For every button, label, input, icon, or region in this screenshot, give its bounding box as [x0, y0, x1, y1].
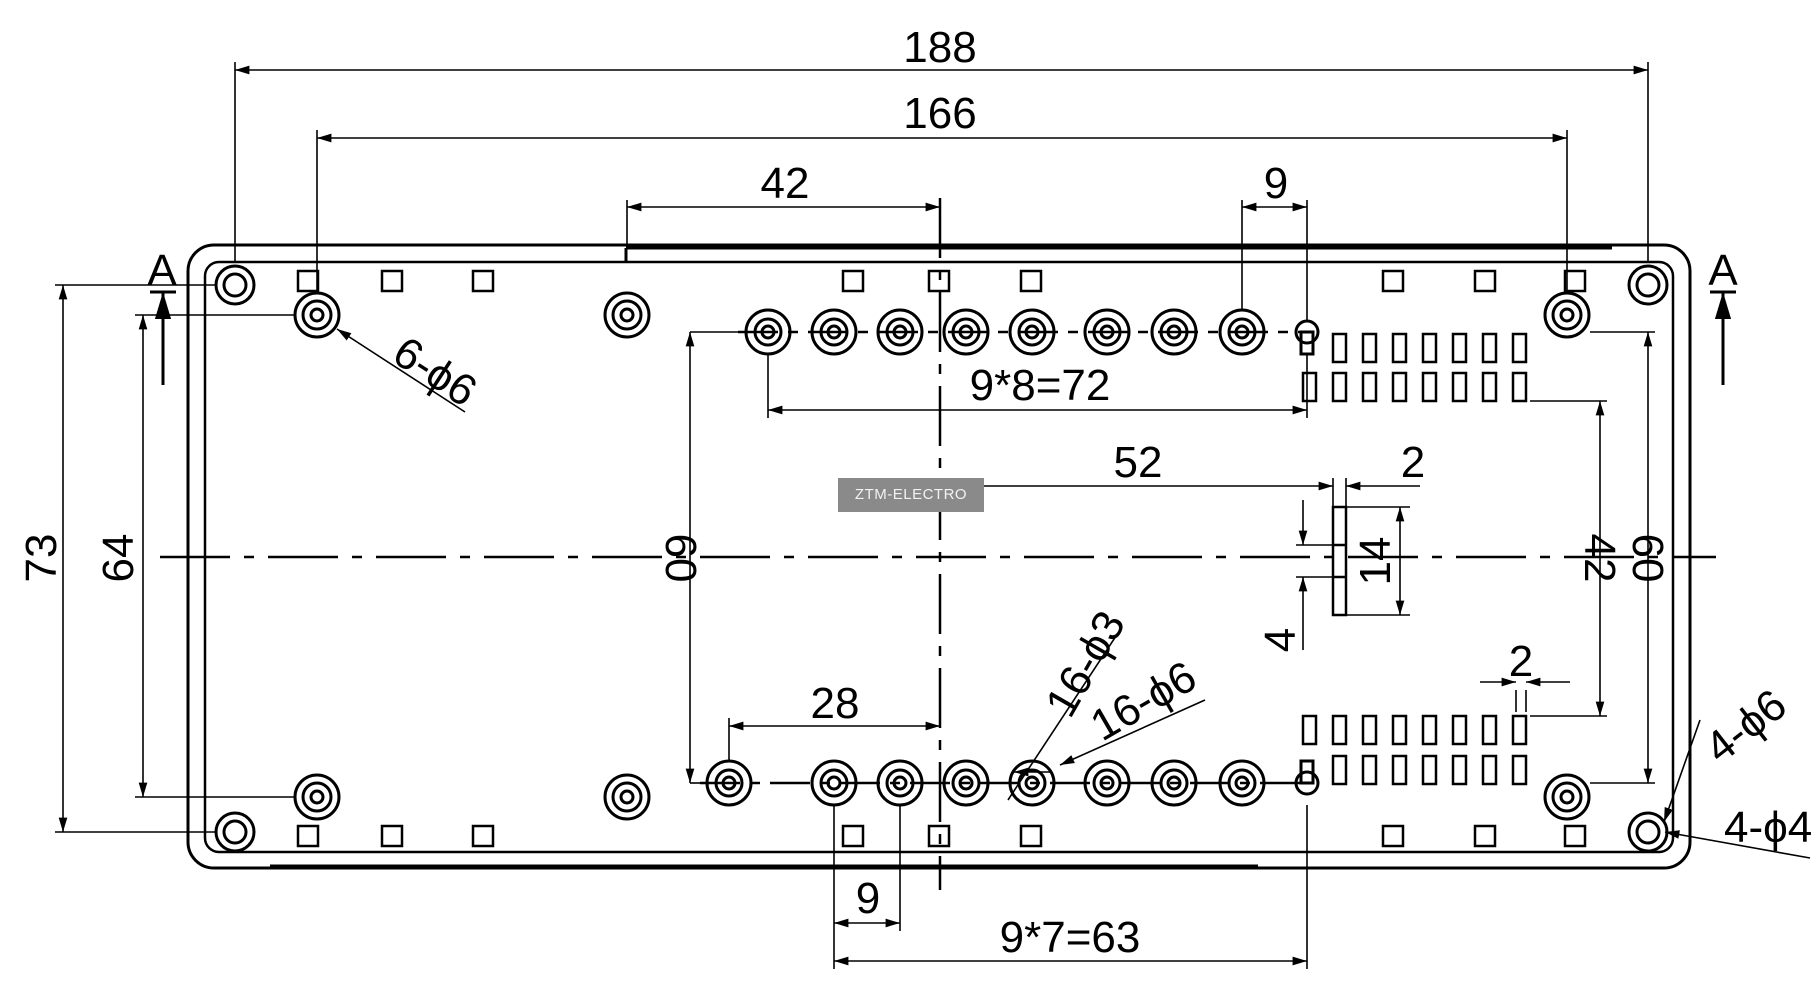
- dim-64: 64: [94, 534, 143, 583]
- corner-hole: [1627, 264, 1669, 306]
- dim-2-vent: 2: [1509, 637, 1533, 686]
- terminal-boss: [1083, 759, 1131, 807]
- corner-hole: [214, 264, 256, 306]
- dim-9x7-63: 9*7=63: [1000, 913, 1141, 962]
- mount-boss: [603, 773, 651, 821]
- dim-52: 52: [1114, 438, 1163, 487]
- lugs-top: [296, 269, 1587, 293]
- vent-slots-bottom: [1301, 714, 1528, 786]
- corner-hole: [1627, 811, 1669, 853]
- section-marker-right: A: [1708, 246, 1738, 385]
- dimension-lines: [55, 62, 1811, 969]
- mount-boss: [1543, 291, 1591, 339]
- dim-60-inner: 60: [656, 534, 705, 583]
- terminal-boss: [1008, 308, 1056, 356]
- mount-boss: [293, 773, 341, 821]
- corner-holes: [214, 264, 1669, 853]
- terminal-boss: [810, 308, 858, 356]
- lugs-bottom: [296, 824, 1587, 848]
- dim-4-phi4: 4-ϕ4: [1724, 803, 1812, 852]
- top-terminal-row: [744, 308, 1320, 356]
- terminal-boss: [1218, 759, 1266, 807]
- dim-9x8-72: 9*8=72: [970, 361, 1111, 410]
- svg-text:A: A: [1708, 246, 1738, 295]
- dim-9-bottom: 9: [856, 874, 880, 923]
- keyhole-slot: [1294, 759, 1320, 796]
- mounting-bosses: [293, 291, 1591, 821]
- dim-9-top: 9: [1264, 159, 1288, 208]
- section-marker-left: A: [147, 246, 177, 385]
- dim-28: 28: [811, 679, 860, 728]
- mount-boss: [293, 291, 341, 339]
- dim-4: 4: [1256, 628, 1305, 652]
- dim-73: 73: [17, 534, 66, 583]
- dim-14: 14: [1351, 537, 1400, 586]
- dim-42-top: 42: [761, 159, 810, 208]
- dim-60-right: 60: [1623, 534, 1672, 583]
- dim-2-slot: 2: [1401, 438, 1425, 487]
- mount-boss: [1543, 773, 1591, 821]
- dim-4-phi6: 4-ϕ6: [1696, 680, 1796, 773]
- terminal-boss: [1150, 759, 1198, 807]
- watermark: ZTM-ELECTRO: [838, 478, 984, 512]
- svg-text:A: A: [147, 246, 177, 295]
- corner-hole: [214, 811, 256, 853]
- terminal-boss: [1150, 308, 1198, 356]
- mount-boss: [603, 291, 651, 339]
- vent-slots-top: [1301, 332, 1528, 403]
- terminal-boss: [876, 308, 924, 356]
- keyhole-slot: [1294, 319, 1320, 356]
- dim-188: 188: [903, 23, 976, 72]
- center-slot: [1331, 505, 1348, 617]
- terminal-boss: [942, 308, 990, 356]
- dim-6-phi6: 6-ϕ6: [385, 327, 486, 416]
- terminal-boss: [1083, 308, 1131, 356]
- center-lines: [160, 198, 1716, 890]
- terminal-boss: [942, 759, 990, 807]
- dim-166: 166: [903, 89, 976, 138]
- dim-42-right: 42: [1575, 534, 1624, 583]
